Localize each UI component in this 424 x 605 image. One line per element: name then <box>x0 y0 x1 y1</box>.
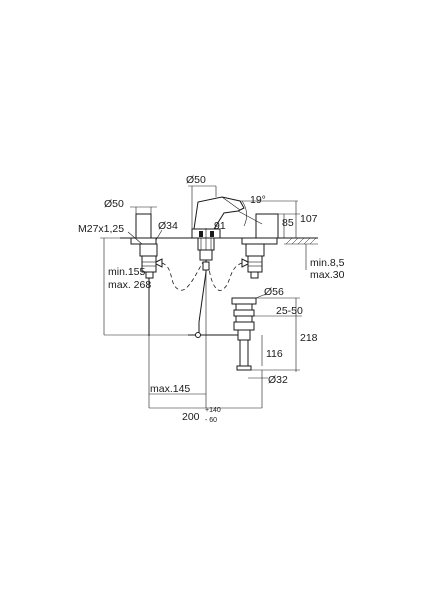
dim-heights-right <box>270 200 300 238</box>
drain-nut-1 <box>235 303 253 311</box>
label-116: 116 <box>266 348 283 360</box>
label-spout-diameter: Ø50 <box>186 174 206 186</box>
spout-lower-shank <box>199 249 213 261</box>
dim-spout-diameter <box>188 185 217 229</box>
leader-d34 <box>155 229 163 241</box>
left-handle-valve <box>130 213 163 336</box>
label-thread: M27x1,25 <box>78 223 124 235</box>
label-tol-plus: +140 <box>205 407 221 414</box>
dim-left-vertical <box>100 237 128 335</box>
spout-tail-nut <box>202 261 210 271</box>
label-200: 200 <box>182 411 200 423</box>
drain-nut-2 <box>233 309 255 317</box>
right-handle-valve <box>241 213 279 279</box>
label-angle: 19° <box>250 194 266 206</box>
drain-flange <box>231 297 257 305</box>
label-height-107: 107 <box>300 213 318 225</box>
countertop-hatch <box>284 237 318 245</box>
label-d56: Ø56 <box>264 286 284 298</box>
left-valve-upper <box>139 243 158 257</box>
left-flex-hose <box>161 261 204 291</box>
right-valve-nut <box>250 271 259 279</box>
drain-lower-body <box>237 329 251 341</box>
drain-assembly <box>188 297 257 371</box>
right-flex-hose <box>208 261 243 291</box>
left-valve-outlet <box>155 258 163 268</box>
label-max-30: max.30 <box>310 269 345 281</box>
label-max-268: max. 268 <box>108 279 151 291</box>
label-min-155: min.155 <box>108 266 146 278</box>
right-valve-body <box>247 255 263 273</box>
label-height-85: 85 <box>282 217 294 229</box>
label-d34: Ø34 <box>158 220 178 232</box>
label-d32: Ø32 <box>268 374 288 386</box>
drain-nut-3 <box>235 315 253 323</box>
dim-218 <box>251 297 300 372</box>
right-valve-outlet <box>241 258 249 268</box>
drain-tailpiece <box>239 339 249 367</box>
drain-linkage-clip <box>195 332 201 338</box>
label-max-145: max.145 <box>150 383 190 395</box>
spout-base-bolt-left <box>199 231 203 237</box>
left-handle-flange <box>130 237 157 245</box>
spout-edge <box>221 196 241 211</box>
leader-thread <box>127 231 143 245</box>
spout-body <box>193 196 245 230</box>
drain-tail-nut <box>236 365 252 371</box>
left-handle-body <box>135 213 152 241</box>
popup-rod <box>198 271 207 323</box>
leader-d56 <box>255 293 267 299</box>
left-valve-nut <box>145 271 154 279</box>
right-handle-flange <box>241 237 278 245</box>
right-valve-upper <box>245 243 265 257</box>
label-218: 218 <box>300 332 318 344</box>
label-min-8-5: min.8,5 <box>310 257 345 269</box>
spout-base-bolt-right <box>210 231 214 237</box>
dim-angle <box>237 200 270 227</box>
label-91: 91 <box>214 220 226 232</box>
label-tol-minus: - 60 <box>205 417 217 424</box>
label-25-50: 25-50 <box>276 305 303 317</box>
dim-left-handle-diameter <box>130 206 157 214</box>
label-left-handle-diameter: Ø50 <box>104 198 124 210</box>
drain-body <box>233 321 255 331</box>
right-handle-body <box>255 213 279 239</box>
